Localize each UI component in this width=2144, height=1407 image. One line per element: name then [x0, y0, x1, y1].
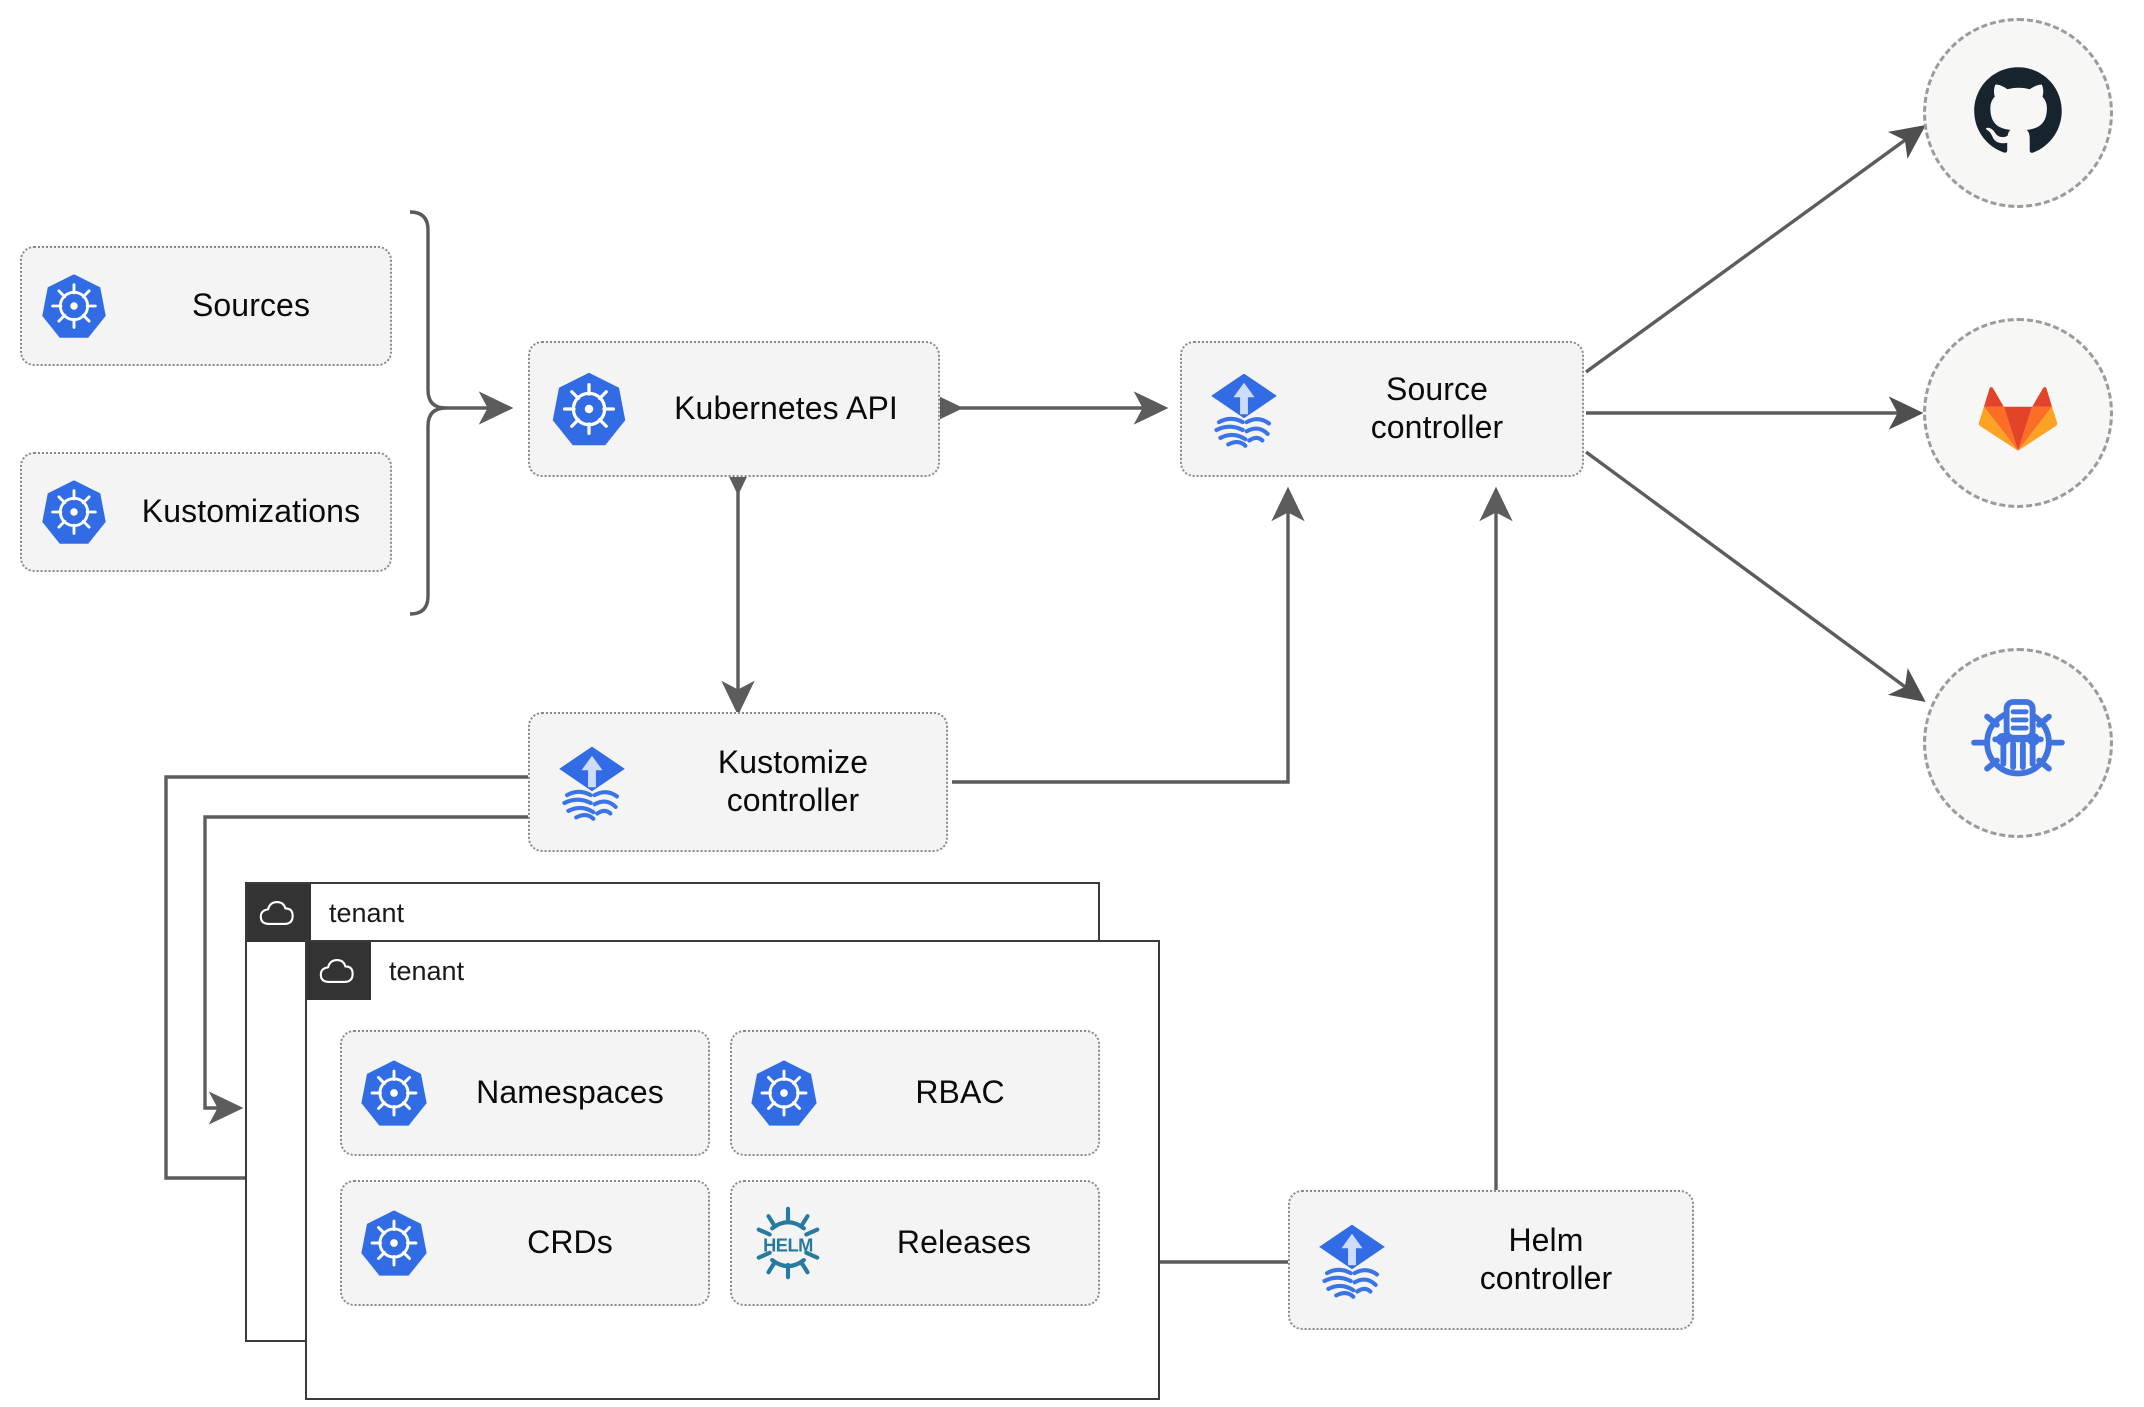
- endpoint-gitlab[interactable]: [1923, 318, 2113, 508]
- node-source-controller[interactable]: Source controller: [1180, 341, 1584, 477]
- github-icon: [1968, 61, 2068, 166]
- node-label: Source controller: [1370, 371, 1504, 445]
- kubernetes-icon: [732, 1057, 836, 1129]
- resource-sources[interactable]: Sources: [20, 246, 392, 366]
- cloud-icon: [307, 942, 371, 1000]
- resource-label: Kustomizations: [141, 493, 361, 530]
- helm-repository-icon: [1966, 689, 2070, 798]
- tenant-item-namespaces[interactable]: Namespaces: [340, 1030, 710, 1156]
- tenant-item-label: CRDs: [527, 1224, 613, 1261]
- resource-kustomizations[interactable]: Kustomizations: [20, 452, 392, 572]
- kubernetes-icon: [22, 271, 126, 341]
- tenant-frame-front[interactable]: tenant: [305, 940, 1160, 1400]
- node-kustomize-controller[interactable]: Kustomize controller: [528, 712, 948, 852]
- gitlab-icon: [1972, 367, 2064, 460]
- kubernetes-icon: [342, 1057, 446, 1129]
- node-label: Kubernetes API: [674, 390, 898, 427]
- flux-icon: [1290, 1218, 1414, 1302]
- node-kubernetes-api[interactable]: Kubernetes API: [528, 341, 940, 477]
- resource-label: Sources: [191, 287, 311, 324]
- tenant-item-crds[interactable]: CRDs: [340, 1180, 710, 1306]
- flux-icon: [1182, 367, 1306, 451]
- tenant-label: tenant: [329, 897, 405, 928]
- tenant-label: tenant: [389, 955, 465, 986]
- tenant-item-label: RBAC: [915, 1074, 1005, 1111]
- tenant-item-label: Namespaces: [476, 1074, 664, 1111]
- helm-icon: HELM: [732, 1204, 844, 1282]
- flux-icon: [530, 740, 654, 824]
- endpoint-helm-repository[interactable]: [1923, 648, 2113, 838]
- tenant-item-label: Releases: [896, 1224, 1032, 1261]
- node-helm-controller[interactable]: Helm controller: [1288, 1190, 1694, 1330]
- kubernetes-icon: [22, 477, 126, 547]
- tenant-item-releases[interactable]: HELM Releases: [730, 1180, 1100, 1306]
- node-label: Helm controller: [1479, 1222, 1613, 1296]
- kubernetes-icon: [530, 369, 648, 449]
- svg-text:HELM: HELM: [763, 1235, 813, 1256]
- endpoint-github[interactable]: [1923, 18, 2113, 208]
- node-label: Kustomize controller: [717, 744, 869, 818]
- kubernetes-icon: [342, 1207, 446, 1279]
- cloud-icon: [247, 884, 311, 942]
- tenant-item-rbac[interactable]: RBAC: [730, 1030, 1100, 1156]
